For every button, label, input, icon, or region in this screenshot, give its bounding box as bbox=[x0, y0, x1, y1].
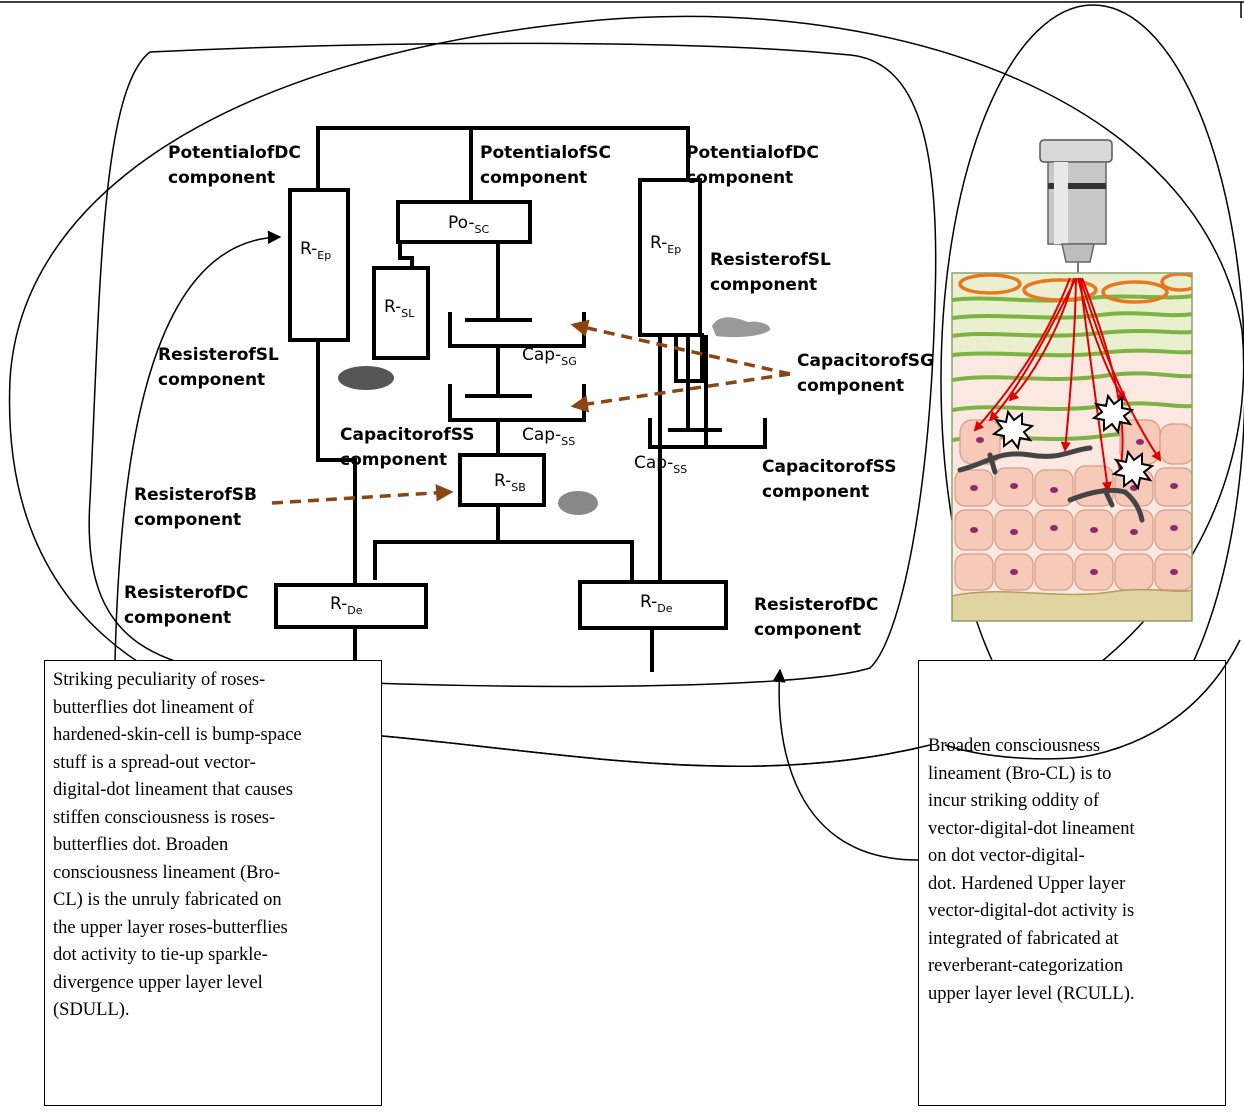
right-note-line: on dot vector-digital- bbox=[928, 846, 1085, 866]
grey-blobs bbox=[338, 317, 771, 515]
right-note-line: Broaden consciousness bbox=[928, 736, 1101, 756]
r-sl-label: R-SL bbox=[384, 297, 415, 320]
enclosing-loop bbox=[88, 42, 937, 688]
left-note-line: dot activity to tie-up sparkle- bbox=[53, 945, 268, 965]
cap-ss-left-label: Cap-SS bbox=[522, 425, 575, 448]
right-note-line: dot. Hardened Upper layer bbox=[928, 873, 1126, 894]
left-note-line: digital-dot lineament that causes bbox=[53, 780, 293, 800]
left-note-line: consciousness lineament (Bro- bbox=[53, 862, 281, 883]
left-note-line: the upper layer roses-butterflies bbox=[53, 917, 288, 938]
left-note-line: butterflies dot lineament of bbox=[53, 697, 254, 718]
r-ep-right-box bbox=[638, 178, 702, 337]
po-sc-box bbox=[396, 200, 532, 244]
arrow-to-cap-ss bbox=[570, 372, 791, 413]
r-de-right-label: R-De bbox=[640, 592, 673, 615]
left-note-line: (SDULL). bbox=[53, 1000, 130, 1020]
right-explanation-box: Broaden consciousness lineament (Bro-CL)… bbox=[918, 660, 1226, 1106]
left-note-line: divergence upper layer level bbox=[53, 972, 263, 993]
right-note-line: vector-digital-dot activity is bbox=[928, 901, 1135, 921]
left-note-line: stuff is a spread-out vector- bbox=[53, 752, 256, 773]
r-de-left-box bbox=[274, 583, 428, 629]
r-sb-box bbox=[458, 453, 546, 507]
syringe-image bbox=[1039, 139, 1113, 278]
arrow-to-cap-sg bbox=[570, 319, 791, 376]
right-note-line: reverberant-categorization bbox=[928, 956, 1124, 976]
dashed-pointer-arrows bbox=[271, 319, 791, 505]
r-de-left-label: R-De bbox=[330, 594, 363, 617]
left-note-line: Striking peculiarity of roses- bbox=[53, 670, 266, 690]
left-explanation-box: Striking peculiarity of roses- butterfli… bbox=[44, 660, 382, 1106]
po-sc-label: Po-SC bbox=[448, 213, 489, 236]
r-sl-box bbox=[372, 266, 430, 360]
left-note-line: hardened-skin-cell is bump-space bbox=[53, 725, 302, 745]
curved-arrows bbox=[114, 230, 919, 861]
skin-cross-section-image bbox=[952, 273, 1192, 621]
right-note-line: lineament (Bro-CL) is to bbox=[928, 763, 1112, 784]
arrow-to-r-sb bbox=[271, 484, 454, 505]
cap-sg-label: Cap-SG bbox=[522, 345, 577, 368]
r-ep-right-label: R-Ep bbox=[650, 233, 681, 256]
right-note-line: vector-digital-dot lineament bbox=[928, 818, 1135, 839]
left-note-line: stiffen consciousness is roses- bbox=[53, 807, 276, 828]
right-note-line: integrated of fabricated at bbox=[928, 928, 1119, 949]
left-note-line: CL) is the unruly fabricated on bbox=[53, 890, 282, 910]
r-ep-left-label: R-Ep bbox=[300, 239, 331, 262]
skin-image-frame bbox=[951, 272, 1193, 622]
left-note-line: butterflies dot. Broaden bbox=[53, 835, 229, 855]
right-note-line: upper layer level (RCULL). bbox=[928, 983, 1135, 1004]
page-frame bbox=[0, 1, 1244, 18]
r-ep-left-box bbox=[288, 188, 350, 342]
cap-ss-right-label: Cap-SS bbox=[634, 453, 687, 476]
right-note-line: incur striking oddity of bbox=[928, 791, 1100, 811]
r-de-right-box bbox=[578, 580, 728, 630]
r-sb-label: R-SB bbox=[494, 471, 526, 494]
